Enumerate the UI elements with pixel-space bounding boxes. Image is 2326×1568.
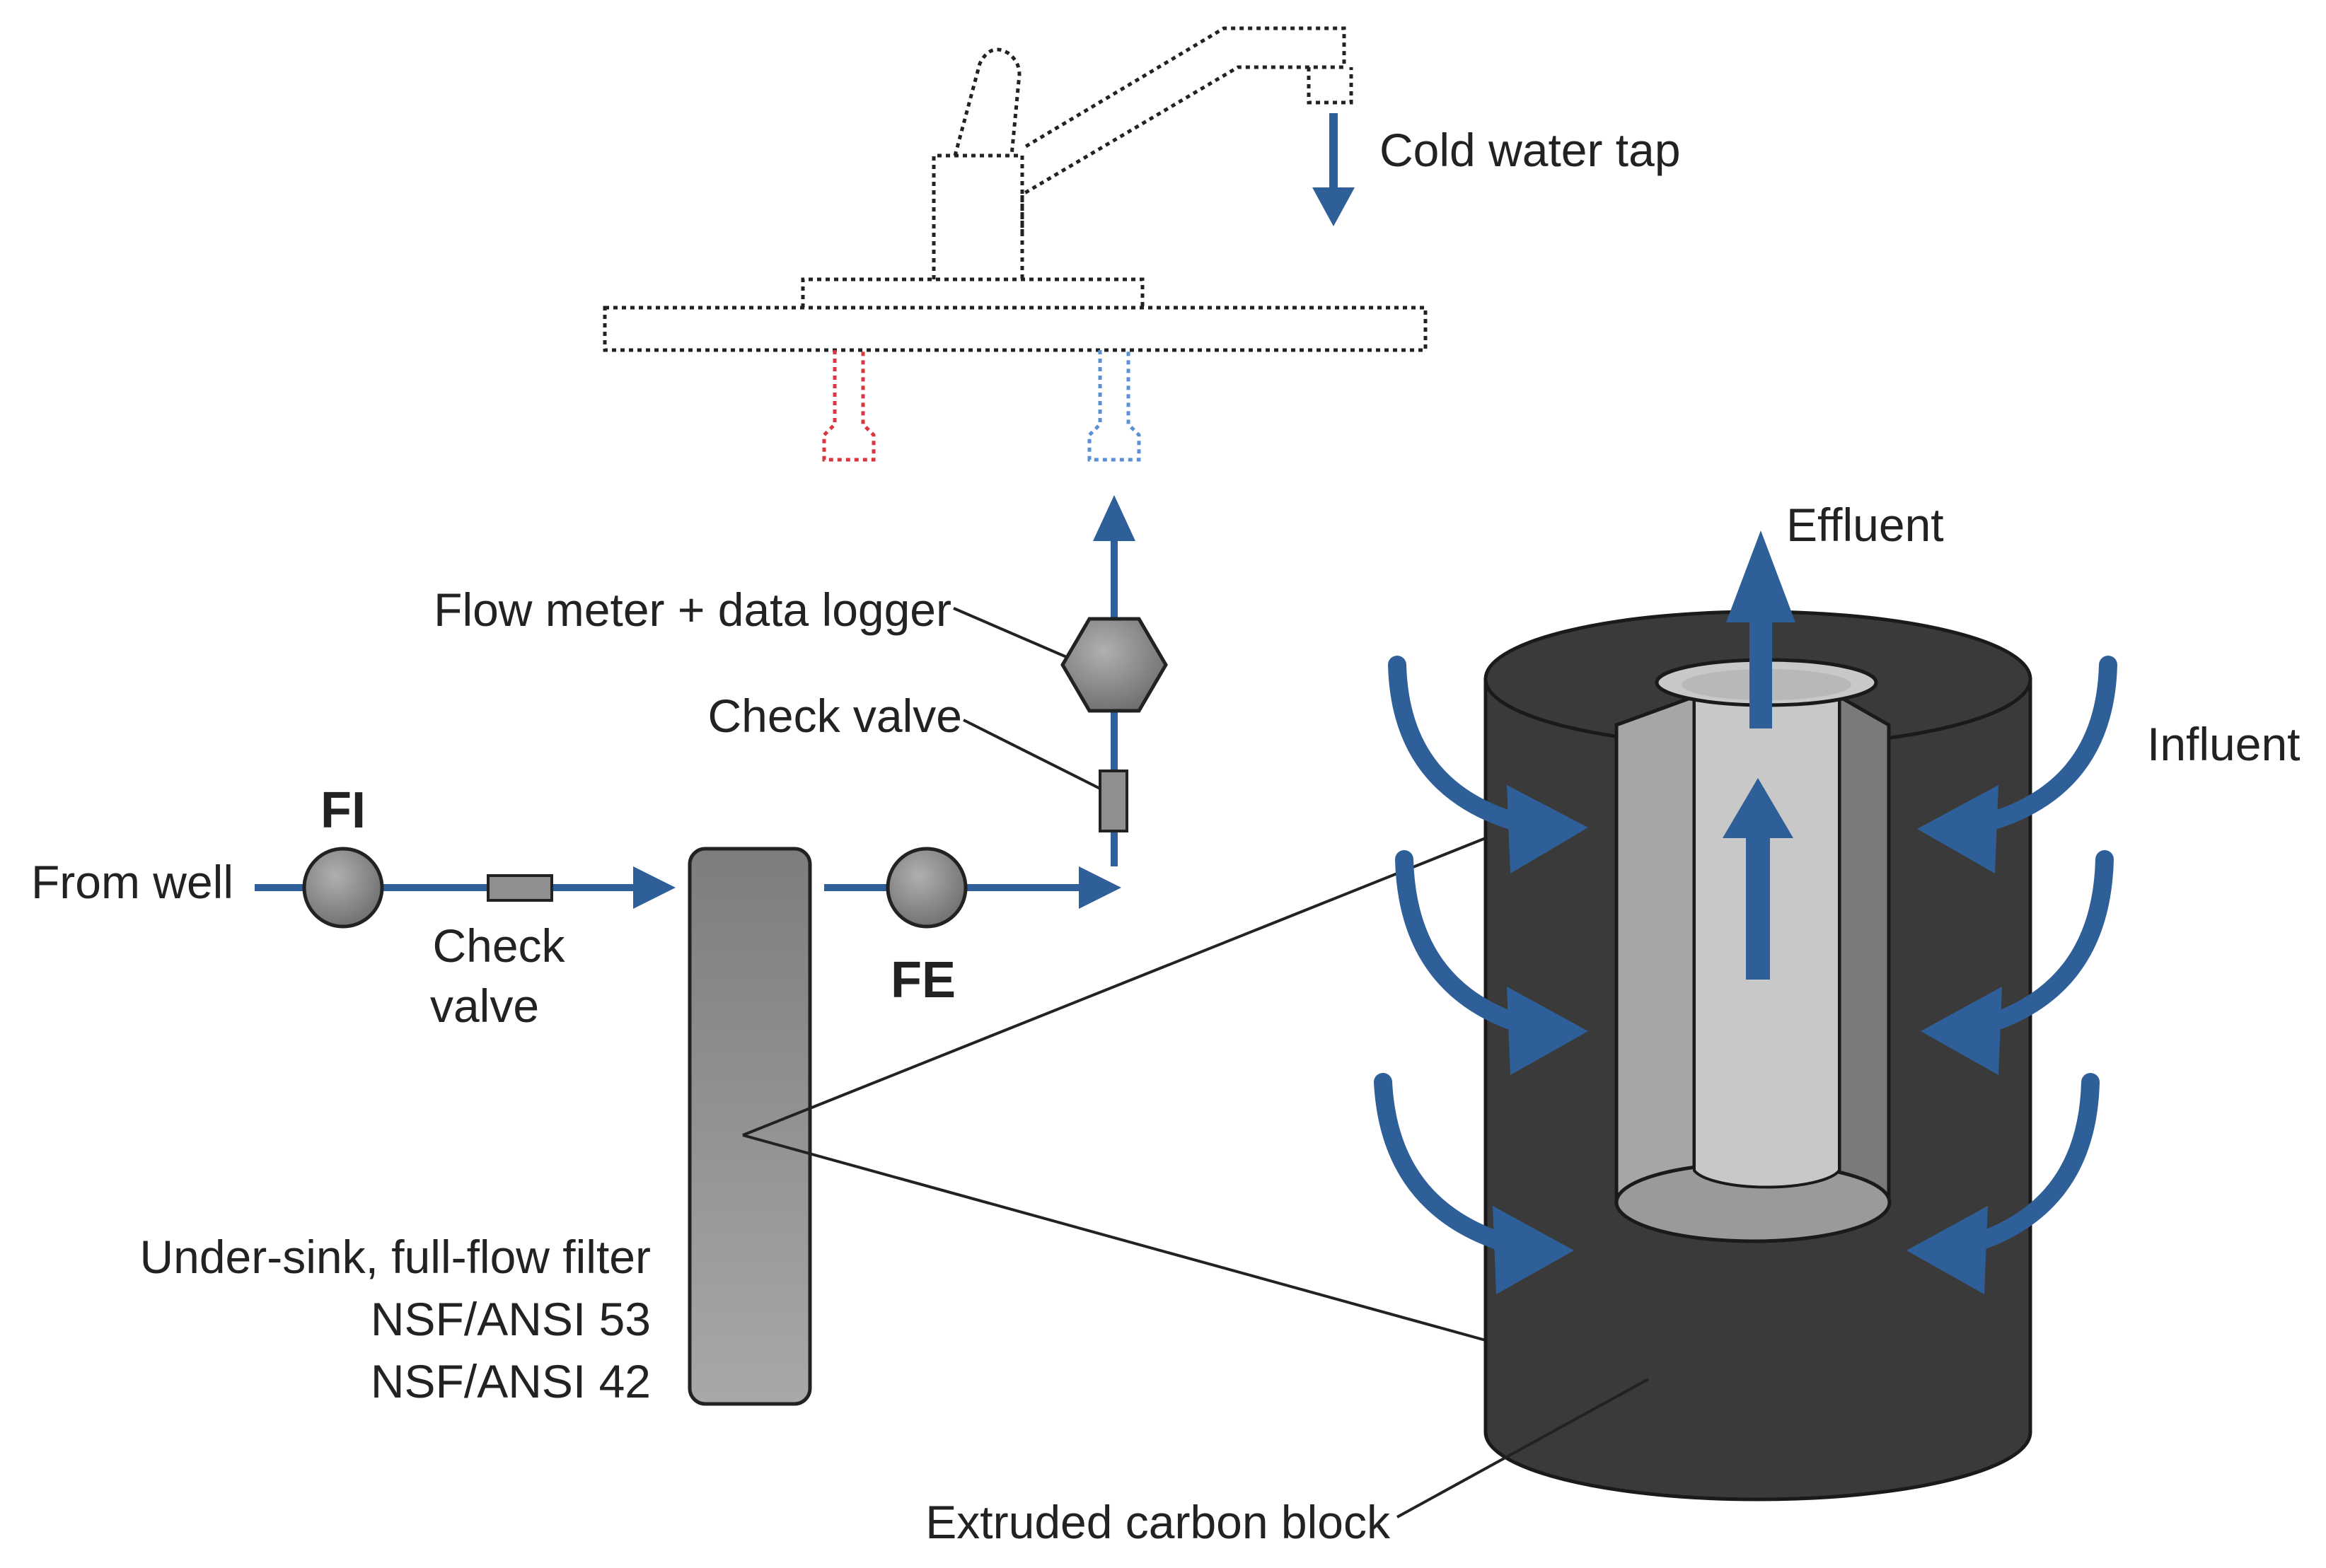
influent-arrowheads-left xyxy=(1493,785,1588,1294)
filter-label-line1: Under-sink, full-flow filter xyxy=(139,1231,651,1283)
filter-label-line2: NSF/ANSI 53 xyxy=(371,1293,651,1345)
check-valve-top-label: Check valve xyxy=(708,690,963,742)
influent-arrows-right xyxy=(1947,656,2117,1258)
effluent-arrow xyxy=(1726,530,1795,728)
cold-water-tap-label: Cold water tap xyxy=(1379,124,1681,176)
carbon-block-cutaway xyxy=(1483,610,2032,1502)
zoom-lines xyxy=(742,837,1486,1342)
flow-meter-leader xyxy=(953,607,1069,659)
from-well-label: From well xyxy=(31,856,233,908)
cold-supply-line xyxy=(1087,350,1141,462)
core-flow-arrow xyxy=(1723,778,1793,980)
pressure-gauge-icon xyxy=(302,847,384,929)
outlet-pipe xyxy=(824,866,1121,909)
pressure-gauge-icon xyxy=(886,847,968,929)
check-valve-bottom-label-line2: valve xyxy=(430,980,539,1032)
flow-meter-label: Flow meter + data logger xyxy=(434,583,951,636)
influent-arrows-left xyxy=(1374,656,1548,1258)
check-valve-top-leader xyxy=(963,719,1101,790)
filter-cartridge-icon xyxy=(688,847,812,1406)
fe-label: FE xyxy=(891,952,956,1009)
effluent-label: Effluent xyxy=(1786,499,1944,551)
influent-arrowheads-right xyxy=(1906,785,2002,1294)
faucet-icon xyxy=(603,26,1428,352)
hexagon-flow-meter-icon xyxy=(1060,617,1168,713)
filter-label-line3: NSF/ANSI 42 xyxy=(371,1355,651,1407)
check-valve-icon xyxy=(1099,770,1128,832)
hot-supply-line xyxy=(822,350,876,462)
check-valve-icon xyxy=(487,874,553,902)
influent-label: Influent xyxy=(2147,718,2301,770)
carbon-block-leader xyxy=(1396,1378,1649,1518)
check-valve-bottom-label-line1: Check xyxy=(432,919,565,972)
carbon-block-label: Extruded carbon block xyxy=(925,1496,1391,1548)
fi-label: FI xyxy=(320,782,366,839)
water-out-arrow xyxy=(1312,113,1355,226)
